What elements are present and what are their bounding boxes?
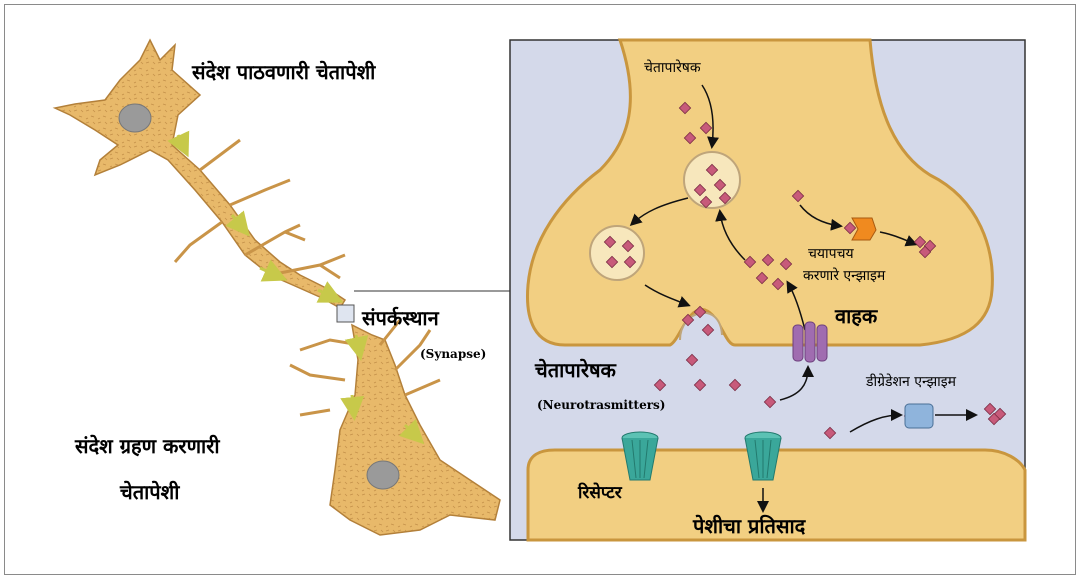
sender-neuron-label: संदेश पाठवणारी चेतापेशी — [192, 58, 375, 85]
metabolic-enzyme-label-2: करणारे एन्झाइम — [803, 266, 885, 285]
vesicle — [590, 226, 644, 280]
receptor-label: रिसेप्टर — [578, 480, 622, 503]
degradation-enzyme — [905, 404, 933, 428]
metabolic-enzyme-label-1: चयापचय — [808, 244, 854, 263]
transporter-label: वाहक — [835, 302, 877, 329]
synapse-marker — [337, 305, 354, 322]
neurotransmitter-top-label: चेतापारेषक — [644, 58, 701, 77]
sender-nucleus — [119, 104, 151, 132]
receiver-neuron-label-2: चेतापेशी — [120, 478, 179, 505]
synapse-en-label: (Synapse) — [420, 347, 486, 361]
synapse-label: संपर्कस्थान — [362, 304, 439, 331]
neurotransmitter-en-label: (Neurotrasmitters) — [537, 398, 665, 412]
neurotransmitter-mid-label: चेतापारेषक — [535, 356, 616, 383]
vesicle — [684, 152, 740, 208]
receiver-neuron-label-1: संदेश ग्रहण करणारी — [75, 432, 220, 459]
transporter — [793, 322, 827, 362]
cell-response-label: पेशीचा प्रतिसाद — [693, 512, 805, 539]
degradation-enzyme-label: डीग्रेडेशन एन्झाइम — [866, 372, 956, 391]
receiver-nucleus — [367, 461, 399, 489]
